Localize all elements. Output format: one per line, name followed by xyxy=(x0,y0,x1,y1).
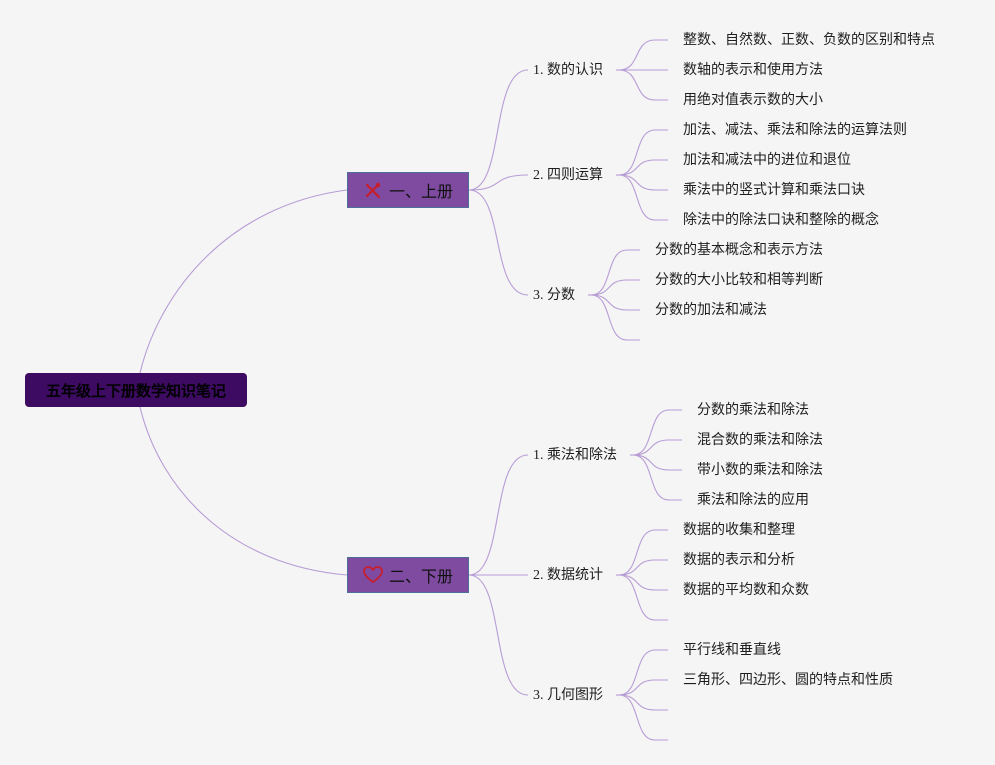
edge-root-lower xyxy=(139,406,348,576)
edge-leaf1-1-2 xyxy=(618,574,668,591)
topic-geometry[interactable]: 3. 几何图形 xyxy=(533,688,603,703)
root-node[interactable]: 五年级上下册数学知识笔记 xyxy=(25,373,247,407)
leaf-item[interactable]: 数据的表示和分析 xyxy=(683,553,795,568)
edge-leaf0-0-2 xyxy=(618,69,668,101)
edge-leaf1-0-0 xyxy=(632,409,682,456)
edge-leaf1-1-3 xyxy=(618,574,668,621)
edge-leaf0-1-1 xyxy=(618,159,668,176)
edge-leaf1-0-2 xyxy=(632,454,682,471)
leaf-item[interactable]: 混合数的乘法和除法 xyxy=(697,433,823,448)
branch-upper-label: 一、上册 xyxy=(388,184,453,201)
edge-leaf1-2-3 xyxy=(618,694,668,741)
leaf-item[interactable]: 乘法和除法的应用 xyxy=(697,493,809,508)
edge-leaf0-2-0 xyxy=(590,249,640,296)
leaf-item[interactable]: 除法中的除法口诀和整除的概念 xyxy=(683,213,879,228)
edge-leaf0-2-1 xyxy=(590,279,640,296)
leaf-item[interactable]: 分数的加法和减法 xyxy=(655,303,767,318)
edge-leaf0-1-3 xyxy=(618,174,668,221)
tools-icon xyxy=(363,180,383,200)
leaf-item[interactable]: 数据的平均数和众数 xyxy=(683,583,809,598)
topic-fractions[interactable]: 3. 分数 xyxy=(533,288,575,303)
edge-branch0-topic2 xyxy=(468,189,529,296)
edge-leaf0-2-2 xyxy=(590,294,640,311)
leaf-item[interactable]: 用绝对值表示数的大小 xyxy=(683,93,823,108)
branch-upper[interactable]: 一、上册 xyxy=(347,172,469,208)
leaf-item[interactable]: 平行线和垂直线 xyxy=(683,643,781,658)
edge-leaf1-1-0 xyxy=(618,529,668,576)
leaf-item[interactable]: 分数的基本概念和表示方法 xyxy=(655,243,823,258)
edge-branch1-topic0 xyxy=(468,454,529,576)
topic-four-operations[interactable]: 2. 四则运算 xyxy=(533,168,603,183)
leaf-item[interactable]: 加法和减法中的进位和退位 xyxy=(683,153,851,168)
branch-lower[interactable]: 二、下册 xyxy=(347,557,469,593)
edge-leaf1-2-1 xyxy=(618,679,668,696)
topic-data-statistics[interactable]: 2. 数据统计 xyxy=(533,568,603,583)
edge-leaf1-0-1 xyxy=(632,439,682,456)
heart-icon xyxy=(363,565,383,585)
leaf-item[interactable]: 分数的乘法和除法 xyxy=(697,403,809,418)
leaf-item[interactable]: 三角形、四边形、圆的特点和性质 xyxy=(683,673,893,688)
topic-number-recognition[interactable]: 1. 数的认识 xyxy=(533,63,603,78)
leaf-item[interactable]: 乘法中的竖式计算和乘法口诀 xyxy=(683,183,865,198)
root-title: 五年级上下册数学知识笔记 xyxy=(45,382,226,400)
edge-leaf1-1-1 xyxy=(618,559,668,576)
edge-leaf0-1-0 xyxy=(618,129,668,176)
edge-leaf1-2-0 xyxy=(618,649,668,696)
edge-branch0-topic1 xyxy=(468,174,529,191)
edge-leaf0-0-0 xyxy=(618,39,668,71)
topic-multiply-divide[interactable]: 1. 乘法和除法 xyxy=(533,448,617,463)
edge-leaf1-0-3 xyxy=(632,454,682,501)
edge-leaf0-1-2 xyxy=(618,174,668,191)
leaf-item[interactable]: 加法、减法、乘法和除法的运算法则 xyxy=(683,123,907,138)
edge-branch0-topic0 xyxy=(468,69,529,191)
edge-root-upper xyxy=(139,189,348,374)
edge-leaf1-2-2 xyxy=(618,694,668,711)
leaf-item[interactable]: 带小数的乘法和除法 xyxy=(697,463,823,478)
edge-leaf0-2-3 xyxy=(590,294,640,341)
branch-lower-label: 二、下册 xyxy=(388,569,453,586)
leaf-item[interactable]: 分数的大小比较和相等判断 xyxy=(655,273,823,288)
leaf-item[interactable]: 整数、自然数、正数、负数的区别和特点 xyxy=(683,33,935,48)
leaf-item[interactable]: 数轴的表示和使用方法 xyxy=(683,63,823,78)
edge-branch1-topic2 xyxy=(468,574,529,696)
leaf-item[interactable]: 数据的收集和整理 xyxy=(683,523,795,538)
